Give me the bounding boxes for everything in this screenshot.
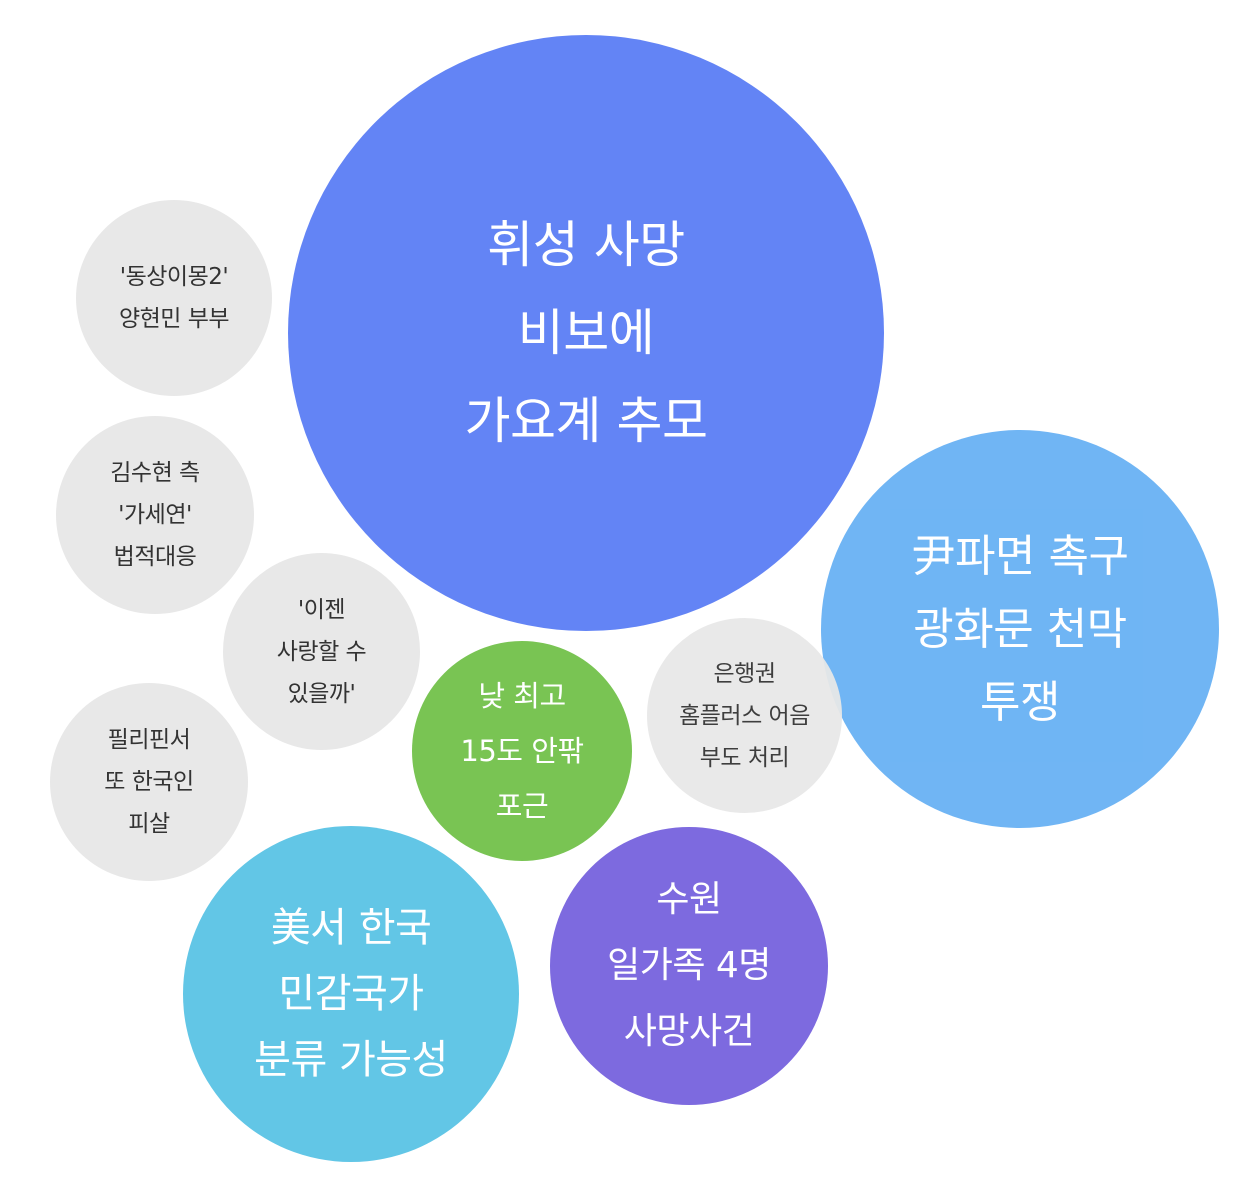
bubble-label: '동상이몽2' 양현민 부부: [118, 264, 230, 332]
bubble-label: 필리핀서 또 한국인 피살: [104, 727, 194, 837]
bubble-keyword-10[interactable]: 필리핀서 또 한국인 피살: [50, 683, 248, 881]
bubble-label: 낮 최고 15도 안팎 포근: [460, 678, 584, 823]
bubble-label: 김수현 측 '가세연' 법적대응: [110, 460, 200, 570]
bubble-keyword-7[interactable]: '동상이몽2' 양현민 부부: [76, 200, 272, 396]
bubble-keyword-6[interactable]: 은행권 홈플러스 어음 부도 처리: [647, 618, 842, 813]
bubble-keyword-8[interactable]: 김수현 측 '가세연' 법적대응: [56, 416, 254, 614]
bubble-keyword-9[interactable]: '이젠 사랑할 수 있을까': [223, 553, 420, 750]
bubble-label: 휘성 사망 비보에 가요계 추모: [464, 216, 708, 450]
bubble-label: 은행권 홈플러스 어음 부도 처리: [679, 660, 810, 771]
bubble-keyword-5[interactable]: 낮 최고 15도 안팎 포근: [412, 641, 632, 861]
bubble-label: 美서 한국 민감국가 분류 가능성: [254, 905, 448, 1083]
bubble-keyword-3[interactable]: 美서 한국 민감국가 분류 가능성: [183, 826, 519, 1162]
bubble-label: 尹파면 촉구 광화문 천막 투쟁: [911, 530, 1129, 728]
bubble-label: '이젠 사랑할 수 있을까': [276, 596, 367, 707]
bubble-keyword-2[interactable]: 尹파면 촉구 광화문 천막 투쟁: [821, 430, 1219, 828]
bubble-keyword-4[interactable]: 수원 일가족 4명 사망사건: [550, 827, 828, 1105]
bubble-label: 수원 일가족 4명 사망사건: [607, 879, 771, 1052]
bubble-keyword-1[interactable]: 휘성 사망 비보에 가요계 추모: [288, 35, 884, 631]
